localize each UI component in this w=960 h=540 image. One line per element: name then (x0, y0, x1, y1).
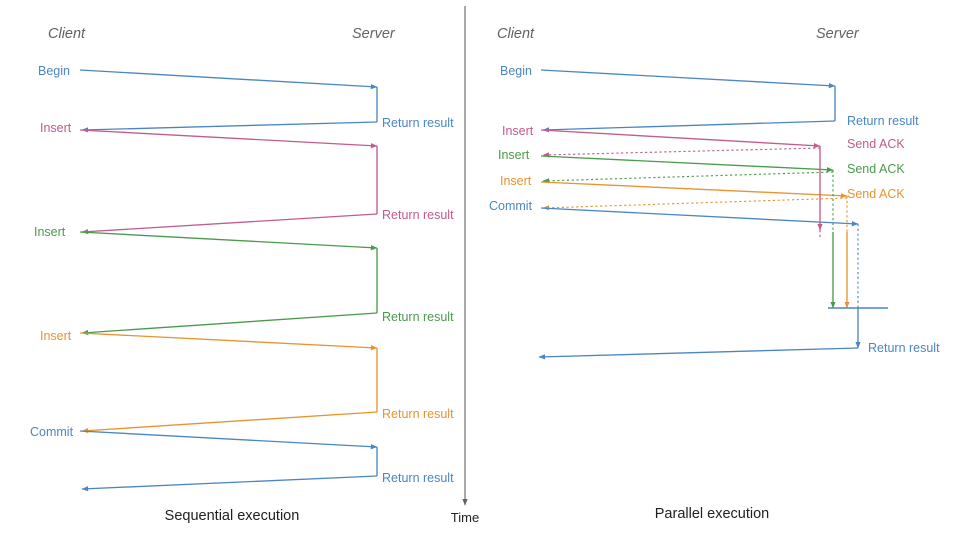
flow-ack-par-insert-3 (542, 197, 848, 211)
flow-request-par-insert-1 (540, 129, 821, 149)
flow-ack-par-insert-1 (542, 147, 821, 158)
label-left-par-begin: Begin (500, 64, 532, 78)
label-right-seq-begin: Return result (382, 116, 454, 130)
flow-response-seq-commit (81, 475, 378, 492)
sequential-message-flows (79, 69, 378, 492)
flow-request-seq-insert-1 (79, 129, 378, 149)
label-right-par-insert-2: Send ACK (847, 162, 905, 176)
parallel-client-lane-header: Client (497, 26, 535, 42)
parallel-message-flows (538, 69, 859, 360)
flow-request-par-insert-3 (540, 181, 848, 199)
flow-response-seq-insert-1 (81, 213, 378, 235)
label-right-seq-commit: Return result (382, 471, 454, 485)
label-left-seq-begin: Begin (38, 64, 70, 78)
sequential-server-lane-header: Server (352, 26, 396, 42)
flow-response-seq-begin (81, 121, 378, 133)
label-left-seq-commit: Commit (30, 425, 74, 439)
flow-request-par-begin (540, 69, 836, 89)
label-right-par-insert-1: Send ACK (847, 137, 905, 151)
label-left-par-commit: Commit (489, 199, 533, 213)
flow-response-seq-insert-3 (81, 411, 378, 434)
sequential-client-lane-header: Client (48, 26, 86, 42)
flow-ack-par-insert-2 (542, 171, 834, 184)
parallel-caption: Parallel execution (655, 506, 769, 522)
flow-request-seq-begin (79, 69, 378, 90)
flow-request-seq-insert-2 (79, 231, 378, 251)
label-left-par-insert-1: Insert (502, 124, 534, 138)
flow-response-par-begin (542, 120, 836, 133)
parallel-server-work-lines (817, 146, 888, 349)
label-left-par-insert-3: Insert (500, 174, 532, 188)
time-axis-label: Time (451, 510, 479, 525)
sequential-caption: Sequential execution (165, 508, 300, 524)
label-left-seq-insert-1: Insert (40, 121, 72, 135)
label-right-par-commit: Return result (868, 341, 940, 355)
flow-request-par-commit (540, 207, 859, 227)
flow-request-par-insert-2 (540, 155, 834, 173)
time-axis: Time (451, 6, 479, 525)
flow-response-seq-insert-2 (81, 312, 378, 336)
flow-request-seq-commit (79, 430, 378, 450)
label-right-par-begin: Return result (847, 114, 919, 128)
label-right-par-insert-3: Send ACK (847, 187, 905, 201)
label-left-seq-insert-3: Insert (40, 329, 72, 343)
parallel-server-lane-header: Server (816, 26, 860, 42)
flow-request-seq-insert-3 (79, 332, 378, 351)
label-right-seq-insert-1: Return result (382, 208, 454, 222)
label-right-seq-insert-3: Return result (382, 407, 454, 421)
label-left-par-insert-2: Insert (498, 148, 530, 162)
label-right-seq-insert-2: Return result (382, 310, 454, 324)
label-left-seq-insert-2: Insert (34, 225, 66, 239)
flow-response-par-commit (538, 347, 859, 360)
